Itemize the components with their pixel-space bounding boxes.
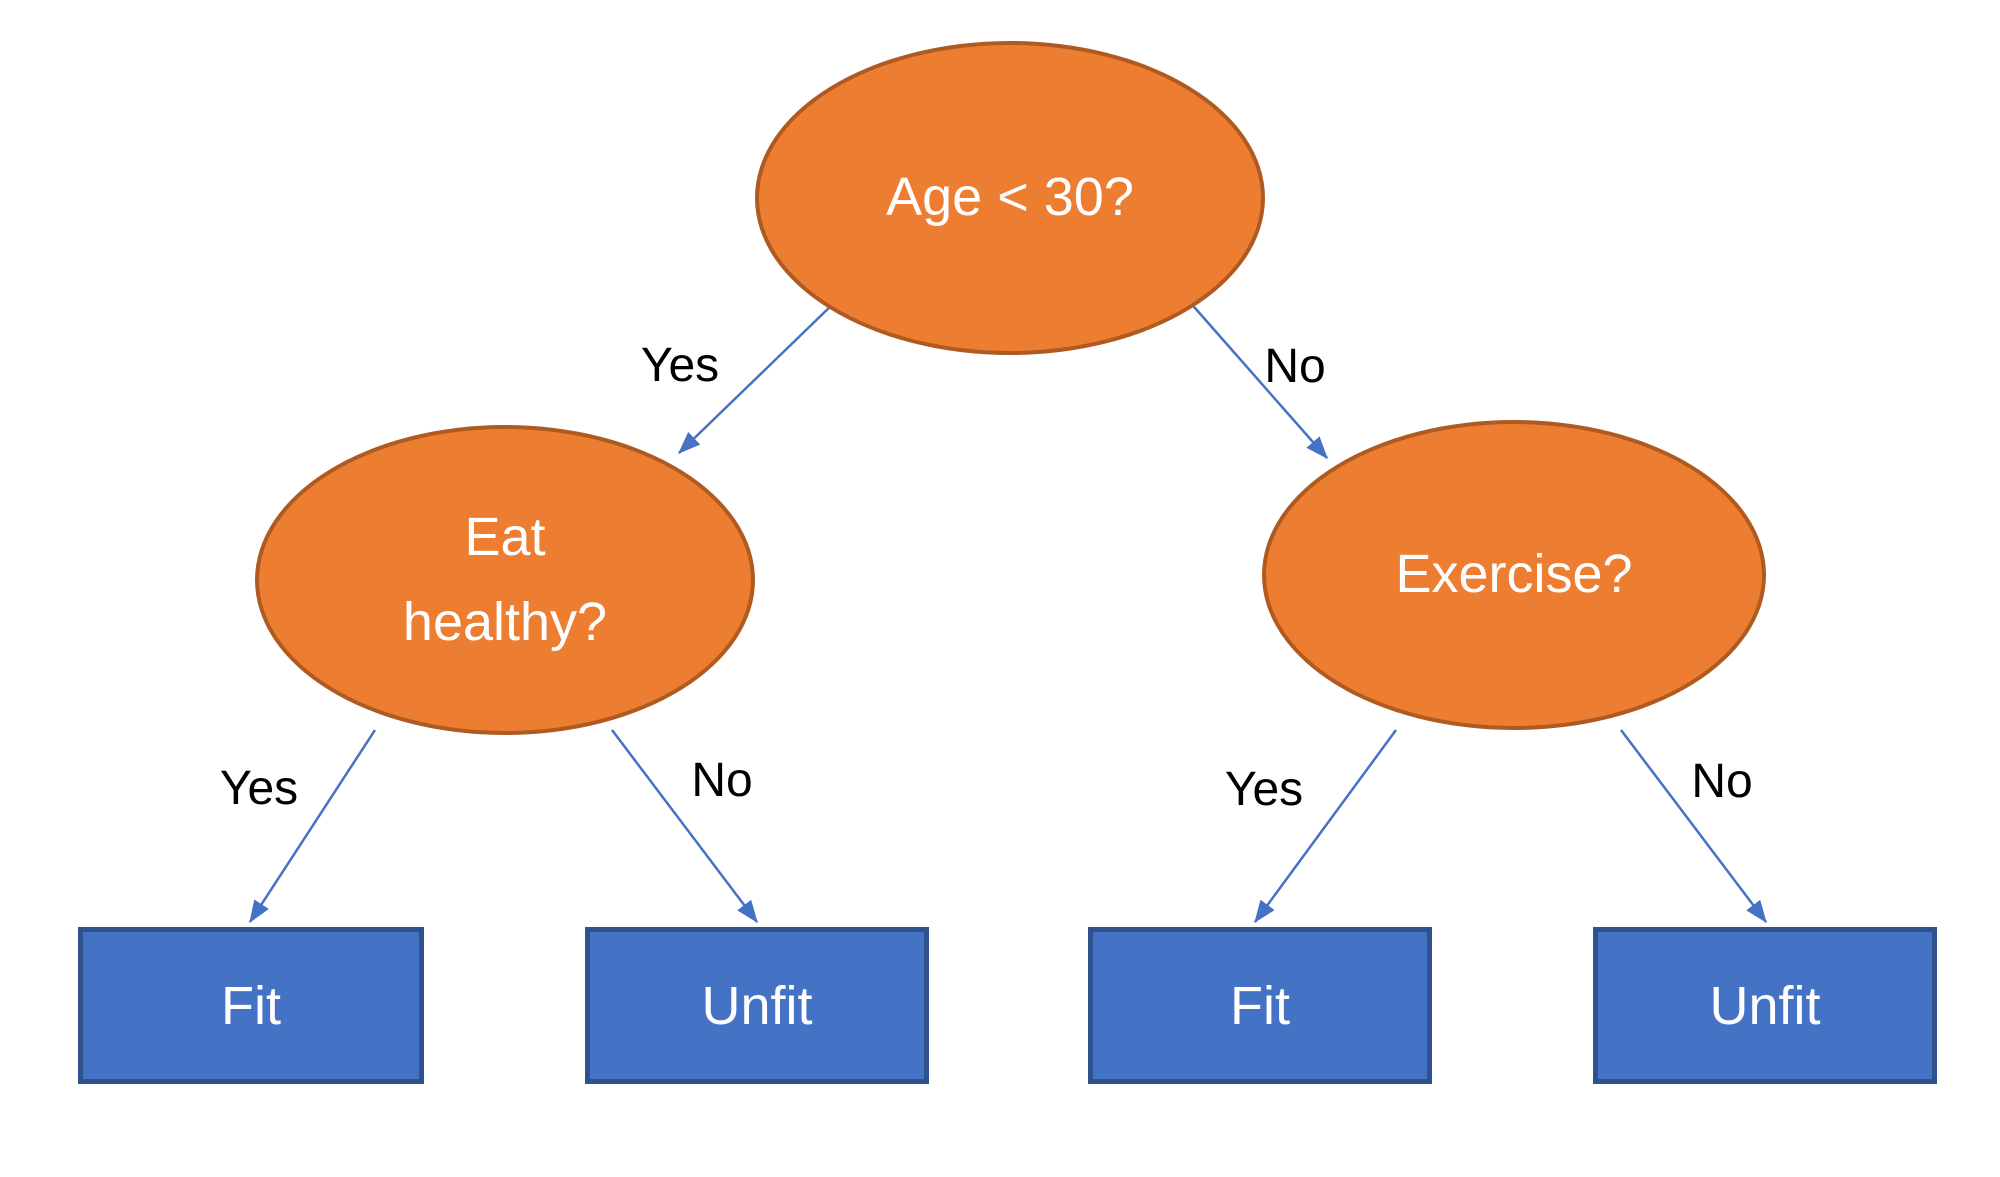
node-exercise-label: Exercise? (1395, 544, 1633, 605)
edge-age-to-exercise-line (1187, 299, 1328, 459)
edge-label-age-no: No (1264, 340, 1326, 393)
edge-exercise-to-fit-line (1253, 729, 1398, 924)
leaf-fit-left: Fit (78, 927, 424, 1084)
edge-label-eat-healthy-yes: Yes (219, 762, 299, 815)
edge-label-exercise-yes: Yes (1224, 763, 1304, 816)
leaf-unfit-left: Unfit (585, 927, 929, 1084)
edge-label-exercise-no: No (1691, 755, 1753, 808)
edge-exercise-to-unfit-line (1620, 729, 1767, 923)
leaf-unfit-left-label: Unfit (701, 975, 813, 1036)
leaf-unfit-right-label: Unfit (1709, 975, 1821, 1036)
edge-eat-healthy-to-fit-line (248, 729, 377, 924)
node-eat-healthy-label: Eat healthy? (402, 506, 608, 652)
edge-label-eat-healthy-no: No (691, 754, 753, 807)
edge-age-to-eat-healthy-line (678, 302, 835, 454)
node-age: Age < 30? (755, 41, 1265, 355)
edge-eat-healthy-to-unfit-line (611, 729, 758, 923)
leaf-fit-left-label: Fit (221, 975, 281, 1036)
node-eat-healthy: Eat healthy? (255, 425, 755, 735)
node-age-label: Age < 30? (886, 167, 1134, 228)
node-exercise: Exercise? (1262, 420, 1766, 730)
leaf-unfit-right: Unfit (1593, 927, 1937, 1084)
leaf-fit-right-label: Fit (1230, 975, 1290, 1036)
edge-label-age-yes: Yes (640, 339, 720, 392)
leaf-fit-right: Fit (1088, 927, 1432, 1084)
